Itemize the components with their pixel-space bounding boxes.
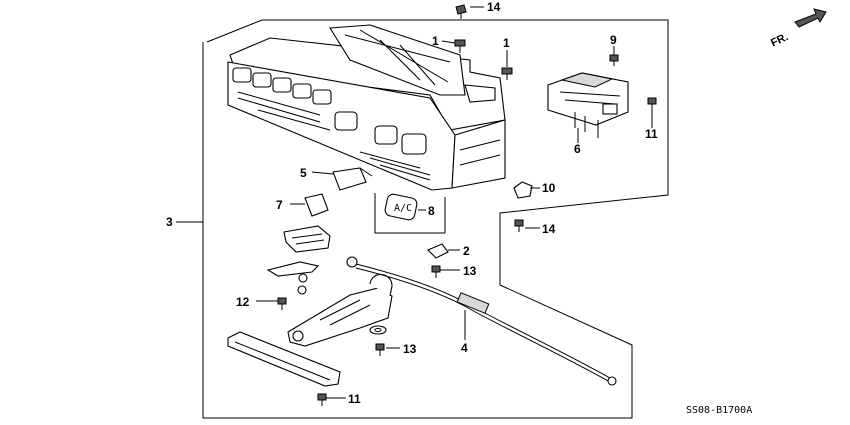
callout-8: 8 (428, 204, 435, 218)
callout-13-b: 13 (403, 342, 417, 356)
part-8-ac-button: A/C (384, 193, 418, 221)
callout-2: 2 (463, 244, 470, 258)
part-7-lever-knob (304, 193, 329, 217)
slide-lever-plate (287, 273, 393, 347)
inner-boundary (374, 193, 446, 234)
slide-rail (227, 331, 341, 387)
part-2-clip (427, 243, 449, 259)
assembly-boundary (202, 19, 669, 419)
part-9-screw (609, 54, 619, 66)
part-14-screw-top (455, 4, 467, 19)
part-14-screw-lower (514, 219, 524, 232)
front-direction-indicator: FR. (769, 8, 827, 49)
heater-control-unit (227, 24, 506, 191)
part-6-switch-module (547, 72, 629, 138)
part-11-screw-upper (647, 97, 657, 110)
callout-11-lower: 11 (348, 392, 361, 406)
part-4-cable (346, 256, 617, 386)
callout-13-a: 13 (463, 264, 477, 278)
part-5-knob (332, 167, 373, 191)
callout-1-b: 1 (503, 36, 510, 50)
callout-14-top: 14 (487, 0, 501, 14)
callout-10: 10 (542, 181, 556, 195)
diagram-code: SS08-B1700A (686, 405, 752, 416)
part-11-screw-lower (317, 393, 327, 406)
part-1-screw-a (454, 39, 466, 53)
lever-arm (266, 261, 320, 295)
callout-12: 12 (236, 295, 250, 309)
svg-text:A/C: A/C (394, 203, 412, 214)
callout-7: 7 (276, 198, 283, 212)
part-12-screw (277, 297, 287, 310)
callout-9: 9 (610, 33, 617, 47)
lever-bracket (283, 225, 331, 253)
part-1-screw-b (501, 67, 513, 80)
callout-14-lower: 14 (542, 222, 556, 236)
part-13-screw-a (431, 265, 441, 278)
part-10-clip (513, 181, 533, 199)
leader-lines (176, 6, 653, 399)
callout-11-upper: 11 (645, 127, 658, 141)
callout-4: 4 (461, 341, 468, 355)
callout-3: 3 (166, 215, 173, 229)
callout-6: 6 (574, 142, 581, 156)
fr-label: FR. (769, 31, 790, 49)
callout-5: 5 (300, 166, 307, 180)
washer (369, 325, 387, 335)
part-13-screw-b (375, 343, 385, 356)
callout-1-a: 1 (432, 34, 439, 48)
